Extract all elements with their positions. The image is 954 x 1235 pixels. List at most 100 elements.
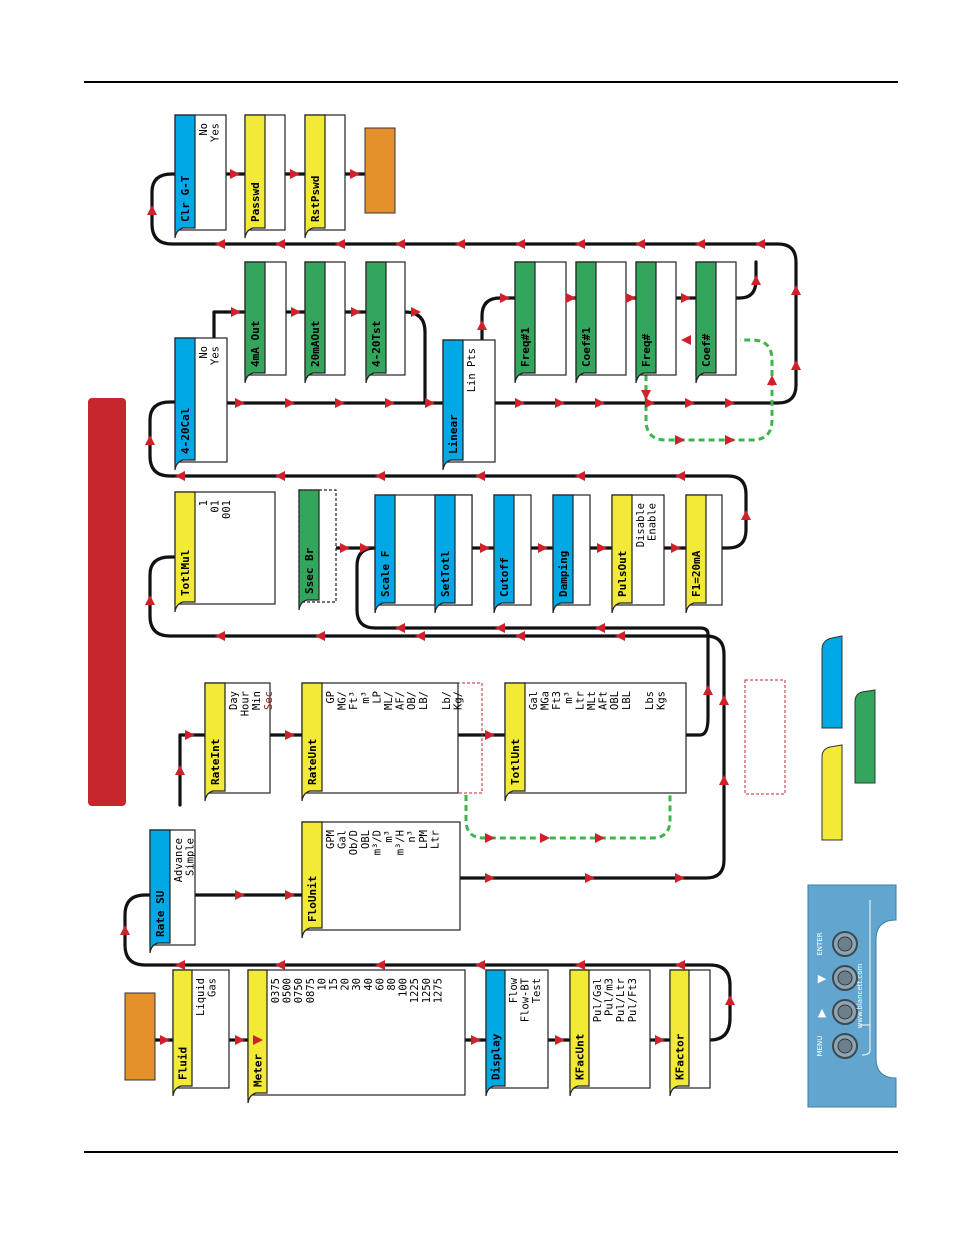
flow-arrow-92 [767, 375, 777, 385]
menu-option: n³ [406, 830, 418, 843]
menu-title: Rate SU [154, 890, 167, 937]
menu-tab-blue [442, 339, 464, 471]
menu-tab-yellow [569, 969, 590, 1097]
menu-box-out4ma: 4mA Out [244, 261, 287, 384]
flow-arrow-88 [595, 833, 605, 843]
menu-option: Ob/D [348, 830, 360, 855]
menu-option: m³ [383, 830, 395, 843]
menu-box-coef1: Coef#1 [575, 261, 627, 384]
flow-arrow-33 [495, 623, 505, 633]
flow-arrow-39 [597, 543, 607, 553]
flow-arrow-17 [585, 873, 595, 883]
menu-option: 01 [210, 500, 222, 513]
menu-box-kfactor: KFactor [669, 969, 711, 1097]
menu-option: m³ [360, 691, 372, 704]
connector-7 [148, 555, 726, 880]
menu-tab-blue [374, 494, 396, 614]
flow-arrow-74 [291, 307, 301, 317]
flow-arrow-70 [275, 239, 285, 249]
flow-arrow-11 [275, 960, 285, 970]
menu-box-cutoff: Cutoff [493, 494, 532, 614]
menu-tab-yellow [244, 114, 266, 239]
flow-arrow-36 [360, 543, 370, 553]
menu-body [301, 821, 461, 931]
menu-tab-green [514, 261, 536, 384]
menu-option: Simple [185, 838, 197, 876]
menu-title: KFacUnt [574, 1034, 587, 1080]
menu-option: 0500 [282, 978, 294, 1003]
menu-option: 0750 [293, 978, 305, 1003]
flow-arrow-43 [575, 471, 585, 481]
menu-tab-blue [174, 337, 196, 471]
legend-yellow-tab [821, 744, 843, 841]
menu-tab-green [365, 261, 387, 384]
flow-arrow-25 [215, 631, 225, 641]
flow-arrow-4 [555, 1035, 565, 1045]
flow-arrow-59 [725, 398, 735, 408]
menu-tab-green [244, 261, 266, 384]
keypad-bracket [860, 900, 871, 1056]
menu-title: TotlMul [179, 550, 192, 596]
flow-arrow-23 [415, 631, 425, 641]
flow-arrow-91 [725, 435, 735, 445]
end-block [364, 127, 396, 214]
menu-option: Flow-BT [520, 977, 532, 1022]
menu-option: Yes [210, 123, 222, 142]
flow-arrow-86 [485, 833, 495, 843]
flow-arrow-48 [145, 435, 155, 445]
dashed-loop-units [464, 795, 672, 840]
flow-arrow-38 [538, 543, 548, 553]
menu-option: Flow [508, 977, 520, 1003]
menu-option: Ft³ [348, 691, 360, 710]
flow-arrow-58 [685, 398, 695, 408]
menu-option: LP [371, 691, 383, 704]
menu-title: Coef# [700, 334, 713, 367]
menu-option: 100 [398, 978, 410, 997]
menu-tab-green [575, 261, 597, 384]
menu-title: Scale F [379, 551, 392, 597]
menu-body [301, 682, 459, 794]
menu-tab-blue [485, 969, 506, 1097]
menu-title: Coef#1 [580, 327, 593, 367]
flow-arrow-31 [703, 685, 713, 695]
menu-title: SetTotl [439, 551, 452, 597]
menu-tab-blue [149, 829, 171, 954]
menu-option: Gas [207, 978, 219, 997]
flow-arrow-73 [231, 307, 241, 317]
menu-option: m³/D [371, 830, 383, 855]
flow-arrow-51 [335, 398, 345, 408]
flow-arrow-85 [350, 169, 360, 179]
menu-box-f120ma: F1=20mA [685, 494, 723, 614]
flow-arrow-75 [351, 307, 361, 317]
menu-title: TotlUnt [509, 739, 522, 785]
menu-option: 10 [316, 978, 328, 991]
start-block [124, 992, 156, 1081]
menu-option: AFt [598, 691, 610, 710]
menu-tab-blue [552, 494, 574, 614]
legend-dashed-box [744, 679, 786, 795]
menu-option: No [198, 346, 210, 359]
menu-title: Display [490, 1033, 503, 1080]
keypad-button-core [837, 936, 853, 952]
menu-option: 80 [386, 978, 398, 991]
flow-arrow-15 [285, 890, 295, 900]
menu-box-ssec: Ssec Br [298, 489, 337, 611]
menu-option: MGa [540, 691, 552, 710]
flow-arrow-65 [575, 239, 585, 249]
flow-arrow-53 [425, 398, 435, 408]
menu-option: MG/ [337, 691, 349, 710]
menu-tab-yellow [172, 969, 193, 1097]
keypad-label: MENU [816, 1036, 824, 1057]
menu-tab-green [635, 261, 657, 384]
menu-title: 4mA Out [249, 321, 262, 367]
menu-option: Pul/Gal [592, 978, 604, 1022]
menu-option: GP [325, 691, 337, 704]
decorations [88, 127, 876, 1081]
